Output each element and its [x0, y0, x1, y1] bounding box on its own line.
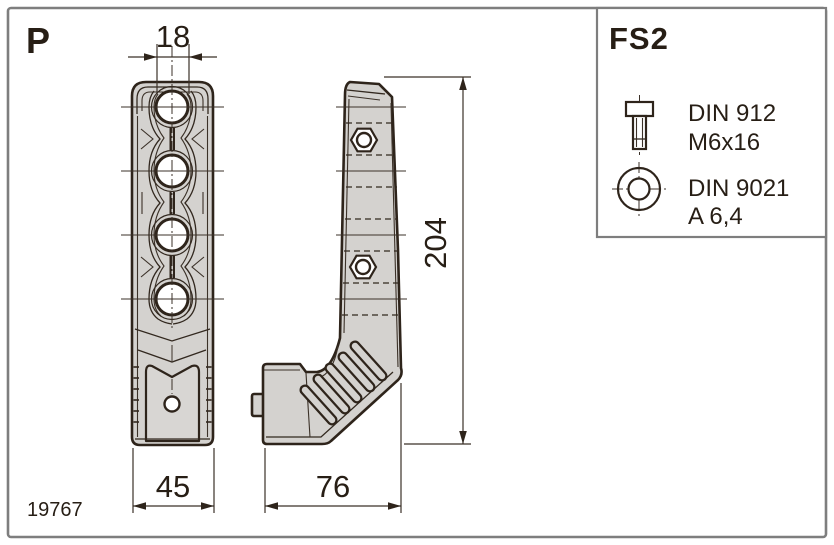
washer-icon: [612, 162, 666, 216]
front-view: [121, 46, 224, 447]
side-view-ribs: [299, 340, 388, 426]
side-view-detail-lines: [264, 89, 407, 438]
front-view-pilot-hole: [163, 395, 181, 413]
dim-text-76: 76: [316, 469, 350, 504]
washer-size: A 6,4: [688, 203, 743, 230]
dim-text-18: 18: [156, 19, 190, 54]
view-label: P: [26, 20, 50, 61]
screw-standard: DIN 912: [688, 100, 776, 127]
front-view-centerlines: [121, 46, 224, 331]
dimension-total-height: 204: [384, 76, 471, 445]
screw-size: M6x16: [688, 129, 760, 156]
side-view: [250, 80, 407, 446]
dimension-front-width: 45: [132, 448, 215, 513]
washer-standard: DIN 9021: [688, 175, 789, 202]
page-border: [6, 6, 828, 539]
dimension-side-depth: 76: [264, 383, 402, 513]
parts-box-code: FS2: [609, 21, 669, 56]
dim-text-204: 204: [418, 217, 453, 269]
side-view-centerlines: [335, 106, 407, 300]
side-view-hidden-lines: [342, 122, 399, 316]
part-number: 19767: [27, 499, 83, 521]
dim-text-45: 45: [156, 469, 190, 504]
socket-head-screw-icon: [624, 95, 655, 155]
side-view-hex-bosses: [348, 127, 379, 280]
parts-box: FS2 DIN 912 M6x16 DIN 9021 A 6,4: [595, 6, 828, 239]
dimension-hole-diameter: 18: [128, 19, 217, 94]
